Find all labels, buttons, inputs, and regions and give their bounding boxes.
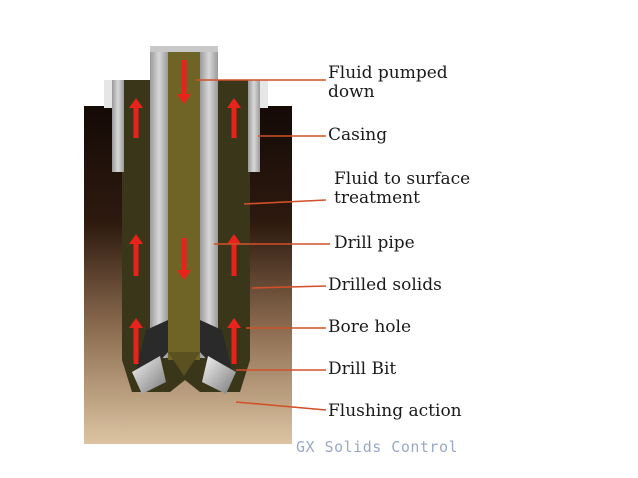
label-fluid-pumped-text: Fluid pumped down xyxy=(328,63,448,102)
label-drilled-solids: Drilled solids xyxy=(328,275,442,295)
flow-arrows xyxy=(129,60,241,364)
leader-fluid-to-surface xyxy=(243,199,327,205)
arrow-up-right-3 xyxy=(227,318,241,364)
label-fluid-to-surface-treatment: Fluid to surface treatment xyxy=(334,170,470,208)
label-drill-pipe: Drill pipe xyxy=(334,233,415,253)
arrow-up-left-3 xyxy=(129,318,143,364)
label-fluid-to-surface-text: Fluid to surface treatment xyxy=(334,169,471,208)
label-casing: Casing xyxy=(328,125,388,145)
arrow-down-pipe-2 xyxy=(177,238,191,280)
arrow-up-left-1 xyxy=(129,98,143,138)
arrow-down-pipe-1 xyxy=(177,60,191,104)
casing xyxy=(104,80,268,172)
arrow-up-right-2 xyxy=(227,234,241,276)
leader-drilled-solids xyxy=(251,285,327,289)
label-drill-bit: Drill Bit xyxy=(328,359,397,379)
drill-bit xyxy=(132,320,236,394)
arrow-up-left-2 xyxy=(129,234,143,276)
label-bore-hole: Bore hole xyxy=(328,317,411,337)
label-fluid-pumped-down: Fluid pumped down xyxy=(328,64,448,102)
leader-lines xyxy=(196,79,330,411)
label-flushing-action: Flushing action xyxy=(328,401,462,421)
watermark: GX Solids Control xyxy=(296,438,459,456)
leader-flushing-action xyxy=(235,401,327,411)
arrow-up-right-1 xyxy=(227,98,241,138)
